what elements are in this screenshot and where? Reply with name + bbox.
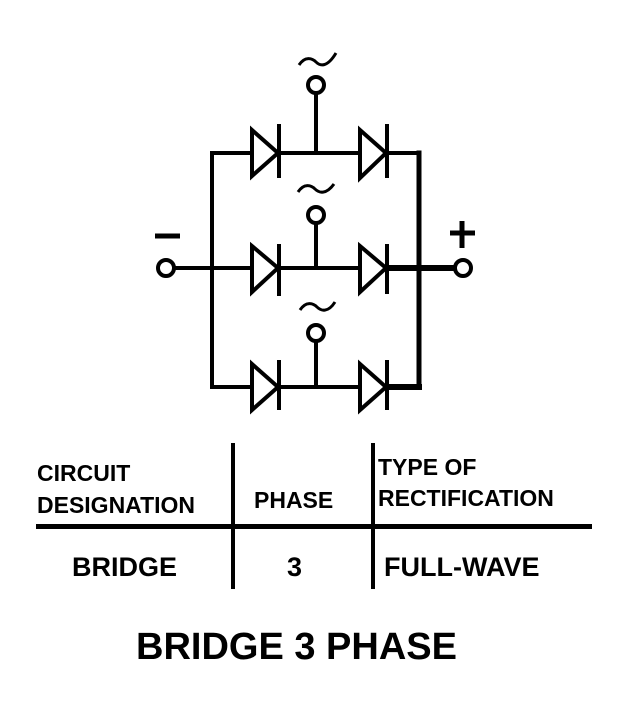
ac-terminal-1 (306, 75, 326, 95)
diode-mid-right (358, 241, 390, 297)
ac-symbol-icon (298, 301, 337, 312)
header-circuit-line1: CIRCUIT (37, 460, 131, 486)
cell-type: FULL-WAVE (384, 552, 540, 582)
diode-top-right (358, 124, 389, 183)
table-divider-1 (231, 443, 235, 589)
header-phase: PHASE (254, 487, 334, 513)
ac-terminal-2 (306, 205, 326, 225)
cell-phase: 3 (287, 552, 303, 582)
table-divider-2 (371, 443, 375, 589)
diode-top-left (250, 124, 282, 181)
header-circuit-line2: DESIGNATION (37, 492, 196, 518)
negative-terminal (156, 258, 176, 278)
diode-bot-right (358, 359, 390, 415)
header-type-line2: RECTIFICATION (378, 485, 554, 511)
diode-mid-left (250, 241, 282, 297)
bridge-rectifier-schematic (155, 52, 475, 415)
ac-symbol-icon (297, 52, 338, 67)
diagram-caption: BRIDGE 3 PHASE (136, 626, 457, 668)
header-type-line1: TYPE OF (378, 454, 477, 480)
table-header-rule (36, 524, 592, 529)
ac-terminal-3 (306, 323, 326, 343)
cell-circuit: BRIDGE (72, 552, 178, 582)
positive-terminal (453, 258, 473, 278)
ac-symbol-icon (296, 183, 336, 194)
diode-bot-left (250, 359, 282, 415)
